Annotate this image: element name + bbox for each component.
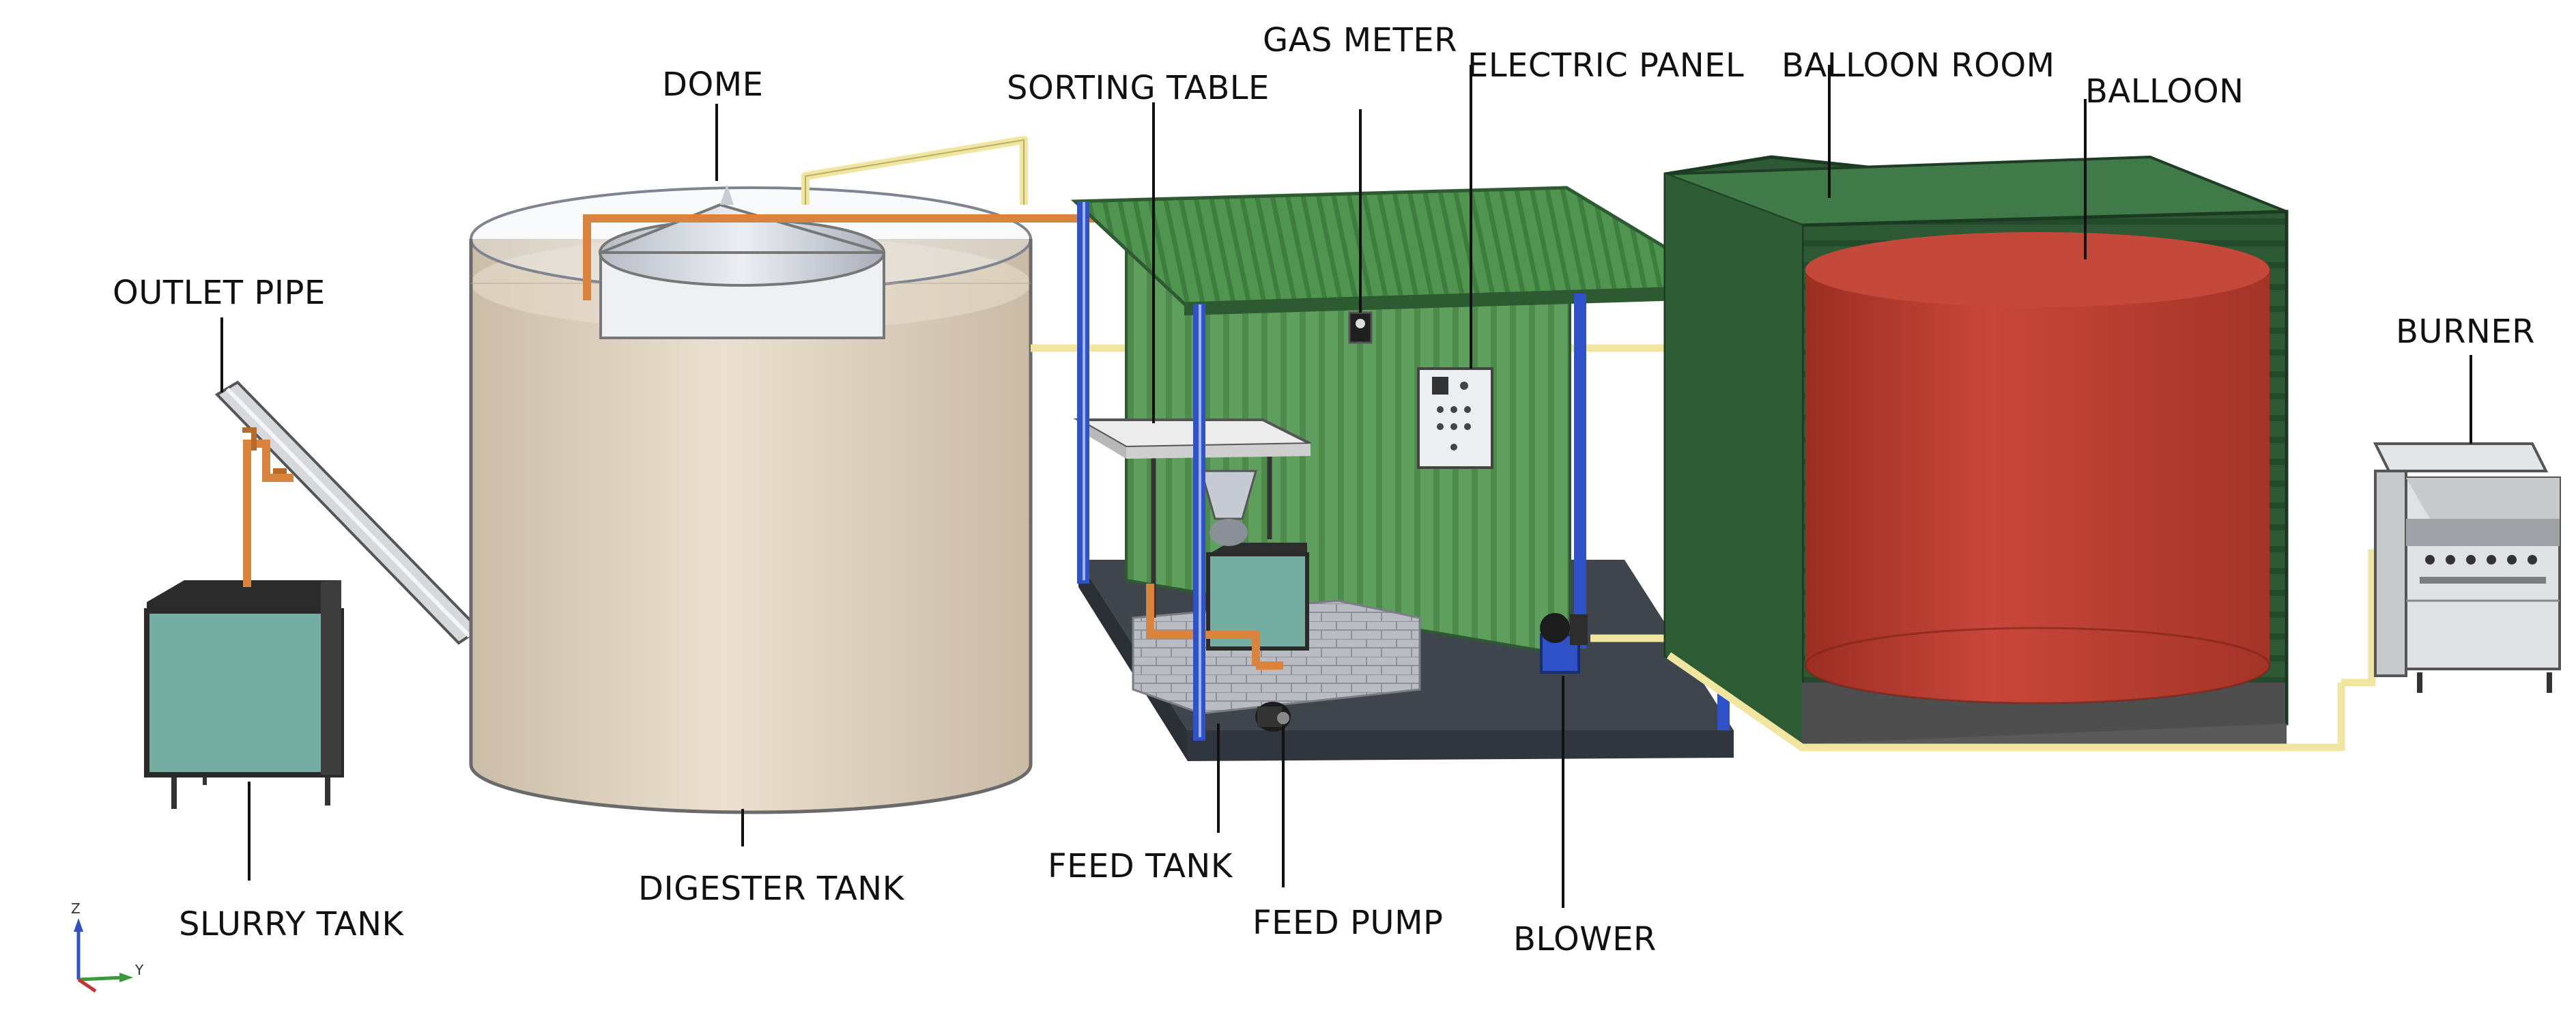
label-balloon-room: BALLOON ROOM <box>1781 46 2055 85</box>
label-blower: BLOWER <box>1513 920 1657 958</box>
label-gas-meter: GAS METER <box>1263 21 1457 59</box>
shed-roof <box>1070 186 1736 315</box>
gas-meter <box>1348 311 1373 344</box>
label-outlet-pipe: OUTLET PIPE <box>113 274 326 312</box>
label-sorting-table: SORTING TABLE <box>1007 69 1270 107</box>
dome <box>599 184 885 339</box>
label-burner: BURNER <box>2396 313 2535 351</box>
label-slurry-tank: SLURRY TANK <box>179 905 405 943</box>
label-digester-tank: DIGESTER TANK <box>638 870 905 908</box>
electric-panel <box>1417 367 1493 469</box>
slurry-tank <box>144 580 344 809</box>
balloon <box>1804 232 2271 704</box>
label-dome: DOME <box>662 66 763 104</box>
axis-triad: Z Y <box>71 900 144 993</box>
label-feed-tank: FEED TANK <box>1048 847 1233 885</box>
leader-lines <box>220 65 2472 908</box>
label-feed-pump: FEED PUMP <box>1253 904 1443 942</box>
label-balloon: BALLOON <box>2085 72 2244 111</box>
label-electric-panel: ELECTRIC PANEL <box>1468 46 1744 85</box>
axis-label-z: Z <box>71 900 81 917</box>
feed-pump <box>1255 702 1291 732</box>
blower <box>1540 613 1588 674</box>
axis-label-y: Y <box>134 962 144 978</box>
slurry-pipe <box>242 427 294 587</box>
sorting-table <box>1073 418 1311 618</box>
burner <box>2373 442 2561 693</box>
